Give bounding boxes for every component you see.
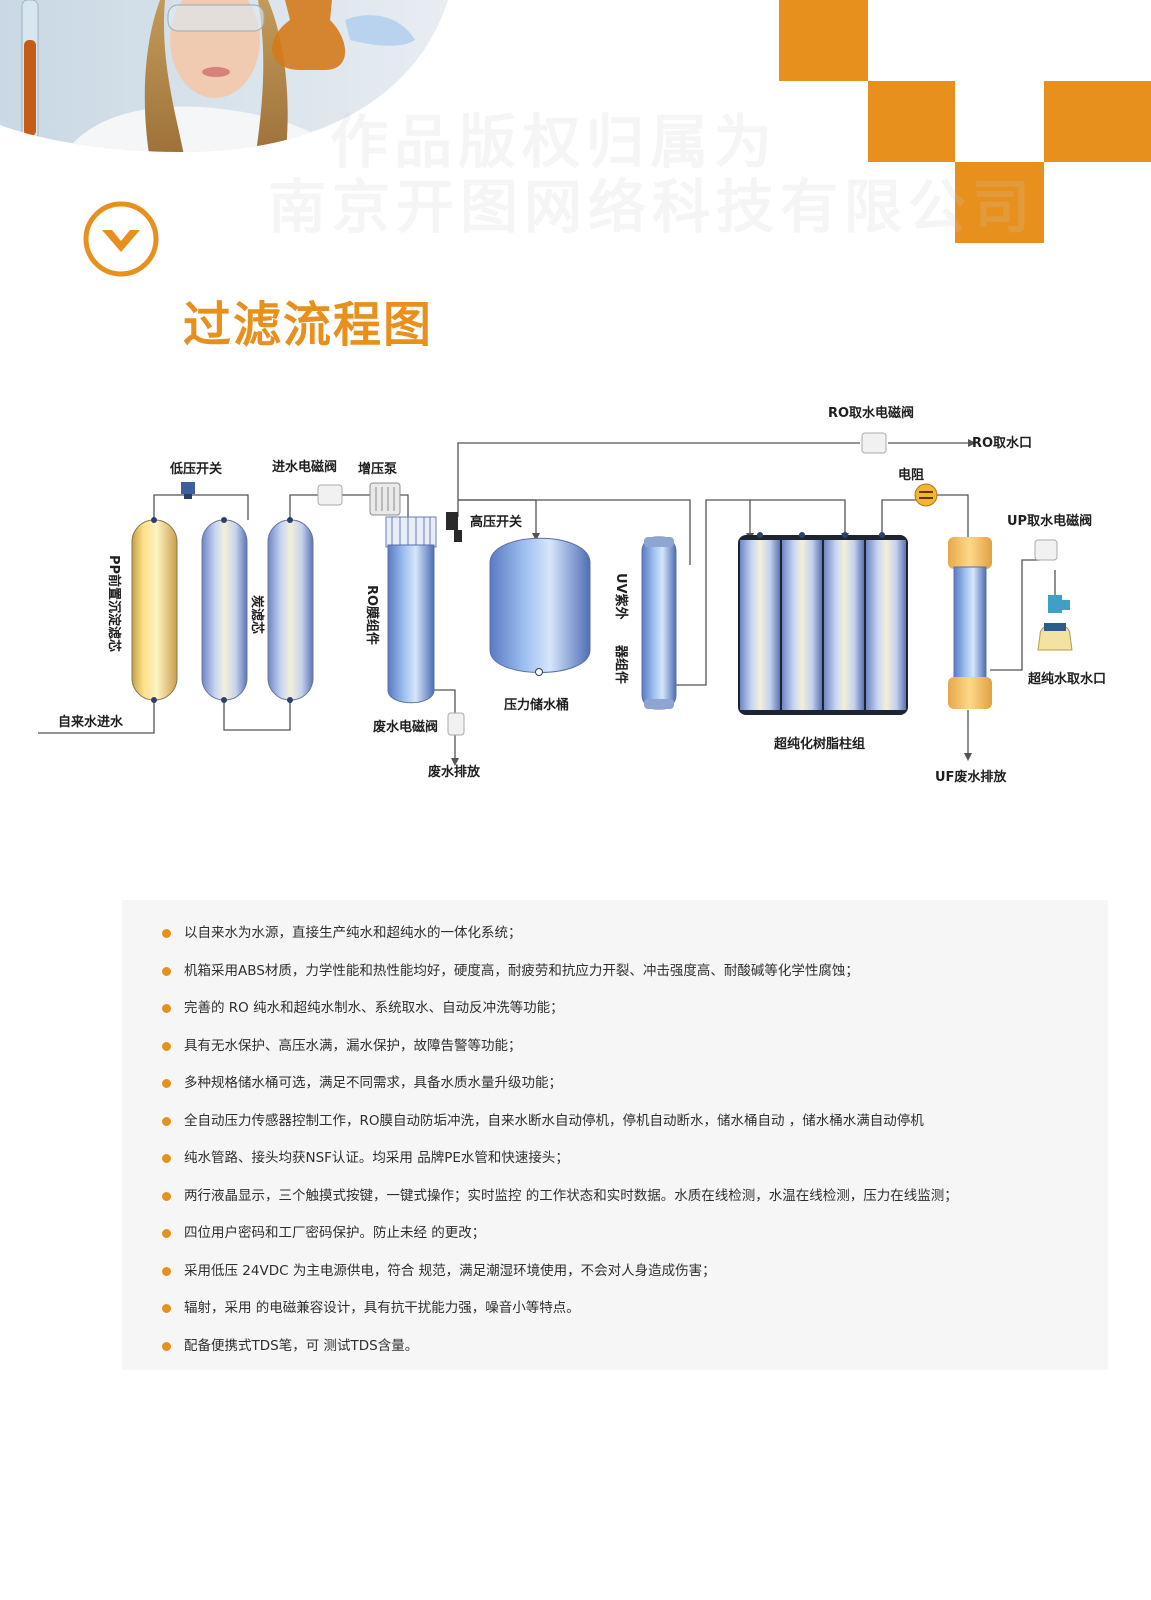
label-low-pressure-switch: 低压开关	[169, 461, 222, 477]
label-waste-valve: 废水电磁阀	[373, 719, 438, 735]
bullet-icon	[162, 1041, 171, 1051]
list-item: 机箱采用ABS材质，力学性能和热性能均好，硬度高，耐疲劳和抗应力开裂、冲击强度高…	[162, 953, 1108, 991]
bullet-icon	[162, 966, 171, 976]
label-resistance: 电阻	[898, 467, 924, 483]
feature-text: 辐射，采用 的电磁兼容设计，具有抗干扰能力强，噪音小等特点。	[184, 1300, 580, 1316]
deco-block-2	[868, 81, 955, 162]
list-item: 全自动压力传感器控制工作，RO膜自动防垢冲洗，自来水断水自动停机，停机自动断水，…	[162, 1103, 1108, 1141]
feature-text: 完善的 RO 纯水和超纯水制水、系统取水、自动反冲洗等功能；	[184, 1000, 564, 1016]
features-panel: 以自来水为水源，直接生产纯水和超纯水的一体化系统； 机箱采用ABS材质，力学性能…	[122, 900, 1108, 1370]
section-title: 过滤流程图	[183, 297, 434, 353]
feature-text: 以自来水为水源，直接生产纯水和超纯水的一体化系统；	[184, 925, 522, 941]
label-high-pressure-switch: 高压开关	[470, 514, 522, 530]
list-item: 配备便携式TDS笔，可 测试TDS含量。	[162, 1328, 1108, 1366]
features-list: 以自来水为水源，直接生产纯水和超纯水的一体化系统； 机箱采用ABS材质，力学性能…	[122, 900, 1108, 1365]
chevron-down-circle-icon	[82, 200, 160, 278]
bullet-icon	[162, 1341, 171, 1351]
bullet-icon	[162, 1079, 171, 1088]
bullet-icon	[162, 1191, 171, 1201]
label-uv-sterilizer-top: UV紫外	[613, 573, 629, 620]
bullet-icon	[162, 1154, 171, 1163]
hero-photo	[0, 0, 470, 160]
label-waste-drain: 废水排放	[428, 764, 481, 780]
label-pressure-tank: 压力储水桶	[504, 697, 569, 713]
list-item: 多种规格储水桶可选，满足不同需求，具备水质水量升级功能；	[162, 1065, 1108, 1103]
label-up-outlet-valve: UP取水电磁阀	[1007, 513, 1092, 529]
feature-text: 机箱采用ABS材质，力学性能和热性能均好，硬度高，耐疲劳和抗应力开裂、冲击强度高…	[184, 962, 859, 979]
label-ro-outlet: RO取水口	[972, 435, 1032, 451]
feature-text: 采用低压 24VDC 为主电源供电，符合 规范，满足潮湿环境使用，不会对人身造成…	[184, 1262, 716, 1279]
list-item: 纯水管路、接头均获NSF认证。均采用 品牌PE水管和快速接头；	[162, 1140, 1108, 1178]
label-uf-waste: UF废水排放	[935, 769, 1007, 785]
list-item: 四位用户密码和工厂密码保护。防止未经 的更改；	[162, 1215, 1108, 1253]
bullet-icon	[162, 1004, 171, 1013]
feature-text: 全自动压力传感器控制工作，RO膜自动防垢冲洗，自来水断水自动停机，停机自动断水，…	[184, 1112, 924, 1129]
deco-block-3	[1044, 81, 1151, 162]
list-item: 具有无水保护、高压水满，漏水保护，故障告警等功能；	[162, 1028, 1108, 1066]
label-uv-sterilizer-bottom: 器组件	[613, 644, 629, 684]
label-inlet-valve: 进水电磁阀	[272, 459, 337, 475]
list-item: 完善的 RO 纯水和超纯水制水、系统取水、自动反冲洗等功能；	[162, 990, 1108, 1028]
watermark-line-2: 南京开图网络科技有限公司	[268, 173, 1037, 241]
watermark-line-1: 作品版权归属为	[330, 108, 779, 176]
list-item: 采用低压 24VDC 为主电源供电，符合 规范，满足潮湿环境使用，不会对人身造成…	[162, 1253, 1108, 1291]
list-item: 辐射，采用 的电磁兼容设计，具有抗干扰能力强，噪音小等特点。	[162, 1290, 1108, 1328]
filtration-flow-diagram: 低压开关 进水电磁阀 增压泵 PP前置沉淀滤芯 炭滤芯 RO膜组件 高压开关 压…	[30, 395, 1130, 815]
bullet-icon	[162, 1116, 171, 1126]
feature-text: 具有无水保护、高压水满，漏水保护，故障告警等功能；	[184, 1037, 522, 1054]
bullet-icon	[162, 1304, 171, 1313]
bullet-icon	[162, 1229, 171, 1238]
feature-text: 纯水管路、接头均获NSF认证。均采用 品牌PE水管和快速接头；	[184, 1150, 569, 1166]
label-ro-outlet-valve: RO取水电磁阀	[828, 405, 914, 421]
label-pp-filter: PP前置沉淀滤芯	[106, 555, 122, 652]
label-tap-inlet: 自来水进水	[58, 714, 124, 730]
label-carbon-filter: 炭滤芯	[249, 595, 265, 634]
label-booster-pump: 增压泵	[358, 461, 397, 477]
list-item: 以自来水为水源，直接生产纯水和超纯水的一体化系统；	[162, 915, 1108, 953]
label-ultrapure-outlet: 超纯水取水口	[1028, 671, 1106, 687]
label-resin-group: 超纯化树脂柱组	[774, 736, 865, 752]
deco-block-4	[955, 162, 1044, 243]
feature-text: 四位用户密码和工厂密码保护。防止未经 的更改；	[184, 1225, 486, 1241]
feature-text: 配备便携式TDS笔，可 测试TDS含量。	[184, 1337, 419, 1354]
list-item: 两行液晶显示，三个触摸式按键，一键式操作；实时监控 的工作状态和实时数据。水质在…	[162, 1178, 1108, 1216]
feature-text: 多种规格储水桶可选，满足不同需求，具备水质水量升级功能；	[184, 1075, 562, 1091]
feature-text: 两行液晶显示，三个触摸式按键，一键式操作；实时监控 的工作状态和实时数据。水质在…	[184, 1187, 958, 1204]
deco-block-1	[779, 0, 868, 81]
bullet-icon	[162, 1266, 171, 1276]
label-ro-membrane: RO膜组件	[364, 585, 380, 645]
bullet-icon	[162, 929, 171, 938]
